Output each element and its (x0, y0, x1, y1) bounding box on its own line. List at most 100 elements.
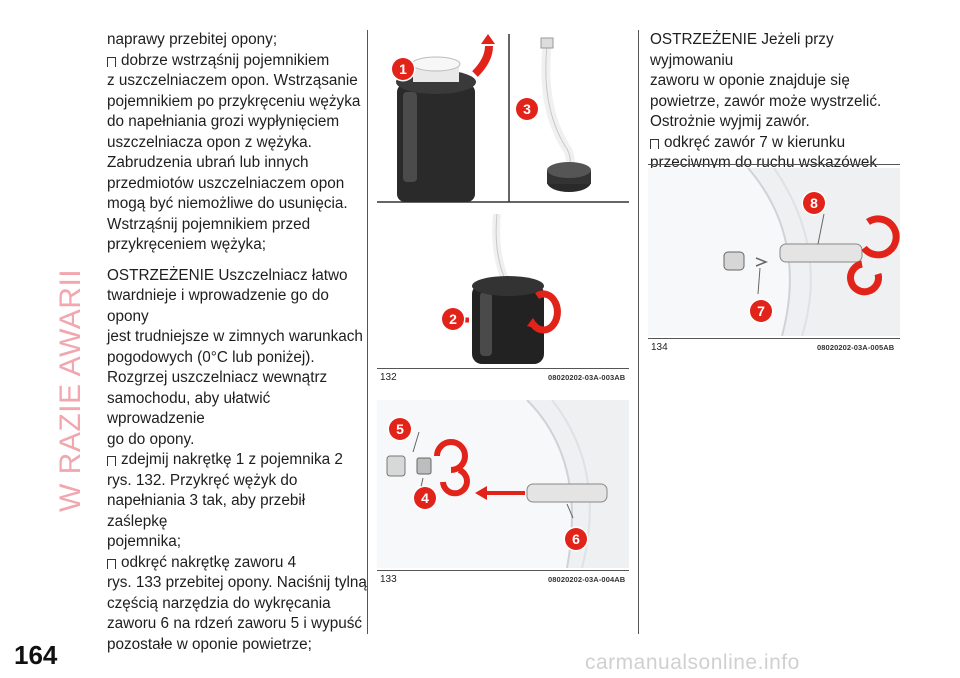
section-title-text: W RAZIE AWARII (54, 268, 87, 512)
text-column-right: OSTRZEŻENIE Jeżeli przy wyjmowaniu zaworu… (650, 30, 910, 194)
figure-134-illustration (648, 168, 900, 336)
bullet-text-line: odkręć nakrętkę zaworu 4 (107, 553, 367, 574)
text-line: rys. 133 przebitej opony. Naciśnij tylną (107, 573, 367, 594)
callout-4: 4 (414, 487, 436, 509)
text-line: naprawy przebitej opony; (107, 30, 367, 51)
watermark: carmanualsonline.info (585, 651, 800, 674)
line-text: z uszczelniaczem opon. Wstrząsanie (107, 72, 358, 89)
bullet-marker-icon (107, 56, 116, 67)
line-text: OSTRZEŻENIE Jeżeli przy wyjmowaniu (650, 31, 834, 69)
figure-132-number: 132 (380, 372, 397, 383)
line-text: przedmiotów uszczelniaczem opon (107, 174, 345, 192)
text-column-left: naprawy przebitej opony; dobrze wstrząśni… (107, 30, 367, 655)
text-line: częścią narzędzia do wykręcania (107, 594, 367, 615)
bullet-text-line: odkręć zawór 7 w kierunku (650, 133, 910, 154)
text-line: pogodowych (0°C lub poniżej). (107, 348, 367, 369)
column-divider-right (638, 30, 639, 634)
text-line: Wstrząśnij pojemnikiem przed (107, 215, 367, 236)
bullet-marker-icon (107, 456, 116, 466)
text-line: jest trudniejsze w zimnych warunkach (107, 327, 367, 348)
text-line: go do opony. (107, 430, 367, 451)
figure-133-rule (377, 570, 629, 571)
text-line: OSTRZEŻENIE Jeżeli przy wyjmowaniu (650, 30, 910, 71)
line-text: dobrze wstrząśnij pojemnikiem (121, 51, 330, 69)
text-line: zaworu w oponie znajduje się (650, 71, 910, 92)
callout-1: 1 (392, 58, 414, 80)
figure-133-illustration (377, 400, 629, 568)
line-text: mogą być niemożliwe do usunięcia. (107, 195, 348, 212)
text-line: OSTRZEŻENIE Uszczelniacz łatwo (107, 266, 367, 287)
text-line: Rozgrzej uszczelniacz wewnątrz (107, 368, 367, 389)
figure-134-number: 134 (651, 342, 668, 353)
line-text: OSTRZEŻENIE Uszczelniacz łatwo (107, 266, 348, 284)
callout-5: 5 (389, 418, 411, 440)
line-text: zaworu 6 na rdzeń zaworu 5 i wypuść (107, 615, 363, 632)
text-line: przedmiotów uszczelniaczem opon (107, 174, 367, 195)
text-line: zaworu 6 na rdzeń zaworu 5 i wypuść (107, 614, 367, 635)
text-line: napełniania 3 tak, aby przebił zaślepkę (107, 491, 367, 532)
line-text: do napełniania grozi wypłynięciem (107, 113, 340, 130)
figure-132-illustration (377, 34, 629, 367)
line-text: samochodu, aby ułatwić wprowadzenie (107, 389, 271, 428)
text-block-2: OSTRZEŻENIE Uszczelniacz łatwo twardnieje… (107, 266, 367, 656)
text-line: pojemnikiem po przykręceniu wężyka (107, 92, 367, 113)
text-line: uszczelniacza opon z wężyka. (107, 133, 367, 154)
callout-3: 3 (516, 98, 538, 120)
callout-7: 7 (750, 300, 772, 322)
line-text: pojemnikiem po przykręceniu wężyka (107, 92, 361, 110)
callout-6: 6 (565, 528, 587, 550)
figure-133-code: 08020202-03A-004AB (548, 575, 626, 584)
line-text: zdejmij nakrętkę 1 z pojemnika 2 (121, 451, 343, 468)
bullet-text-line: dobrze wstrząśnij pojemnikiem (107, 51, 367, 72)
text-line: z uszczelniaczem opon. Wstrząsanie (107, 71, 367, 92)
line-text: Rozgrzej uszczelniacz wewnątrz (107, 369, 328, 386)
bullet-text-line: zdejmij nakrętkę 1 z pojemnika 2 (107, 450, 367, 471)
line-text: pojemnika; (107, 533, 181, 550)
line-text: napełniania 3 tak, aby przebił zaślepkę (107, 492, 306, 530)
line-text: pozostałe w oponie powietrze; (107, 635, 312, 653)
callout-2: 2 (442, 308, 464, 330)
bullet-marker-icon (107, 558, 116, 569)
callout-8: 8 (803, 192, 825, 214)
text-line: przykręceniem wężyka; (107, 235, 367, 256)
text-line: pozostałe w oponie powietrze; (107, 635, 367, 656)
column-divider-left (367, 30, 368, 634)
line-text: pogodowych (0°C lub poniżej). (107, 348, 315, 366)
figure-134-rule (648, 338, 900, 339)
bullet-marker-icon (650, 138, 659, 149)
text-line: samochodu, aby ułatwić wprowadzenie (107, 389, 367, 430)
line-text: Zabrudzenia ubrań lub innych (107, 154, 309, 171)
figure-132-rule (377, 368, 629, 369)
line-text: odkręć zawór 7 w kierunku (664, 133, 846, 151)
text-block-1: naprawy przebitej opony; dobrze wstrząśni… (107, 30, 367, 256)
line-text: jest trudniejsze w zimnych warunkach (107, 328, 363, 345)
line-text: naprawy przebitej opony; (107, 31, 278, 48)
text-line: Zabrudzenia ubrań lub innych (107, 153, 367, 174)
line-text: rys. 132. Przykręć wężyk do (107, 471, 298, 489)
line-text: częścią narzędzia do wykręcania (107, 594, 331, 612)
line-text: Ostrożnie wyjmij zawór. (650, 113, 810, 130)
page-number: 164 (14, 640, 58, 670)
text-line: powietrze, zawór może wystrzelić. (650, 92, 910, 113)
line-text: zaworu w oponie znajduje się (650, 72, 850, 89)
figure-134-code: 08020202-03A-005AB (817, 343, 895, 352)
text-line: mogą być niemożliwe do usunięcia. (107, 194, 367, 215)
line-text: rys. 133 przebitej opony. Naciśnij tylną (107, 574, 367, 591)
text-line: rys. 132. Przykręć wężyk do (107, 471, 367, 492)
text-line: do napełniania grozi wypłynięciem (107, 112, 367, 133)
text-line: Ostrożnie wyjmij zawór. (650, 112, 910, 133)
text-line: twardnieje i wprowadzenie go do opony (107, 286, 367, 327)
line-text: uszczelniacza opon z wężyka. (107, 133, 312, 151)
line-text: przykręceniem wężyka; (107, 236, 266, 253)
figure-132-code: 08020202-03A-003AB (548, 373, 626, 382)
line-text: go do opony. (107, 430, 195, 448)
text-line: pojemnika; (107, 532, 367, 553)
figure-134-top-rule (648, 164, 900, 165)
figure-133-number: 133 (380, 574, 397, 585)
line-text: twardnieje i wprowadzenie go do opony (107, 287, 329, 325)
line-text: przeciwnym do ruchu wskazówek (650, 154, 877, 171)
line-text: Wstrząśnij pojemnikiem przed (107, 215, 311, 233)
line-text: powietrze, zawór może wystrzelić. (650, 92, 882, 110)
text-line: przeciwnym do ruchu wskazówek (650, 153, 910, 174)
line-text: odkręć nakrętkę zaworu 4 (121, 553, 297, 571)
